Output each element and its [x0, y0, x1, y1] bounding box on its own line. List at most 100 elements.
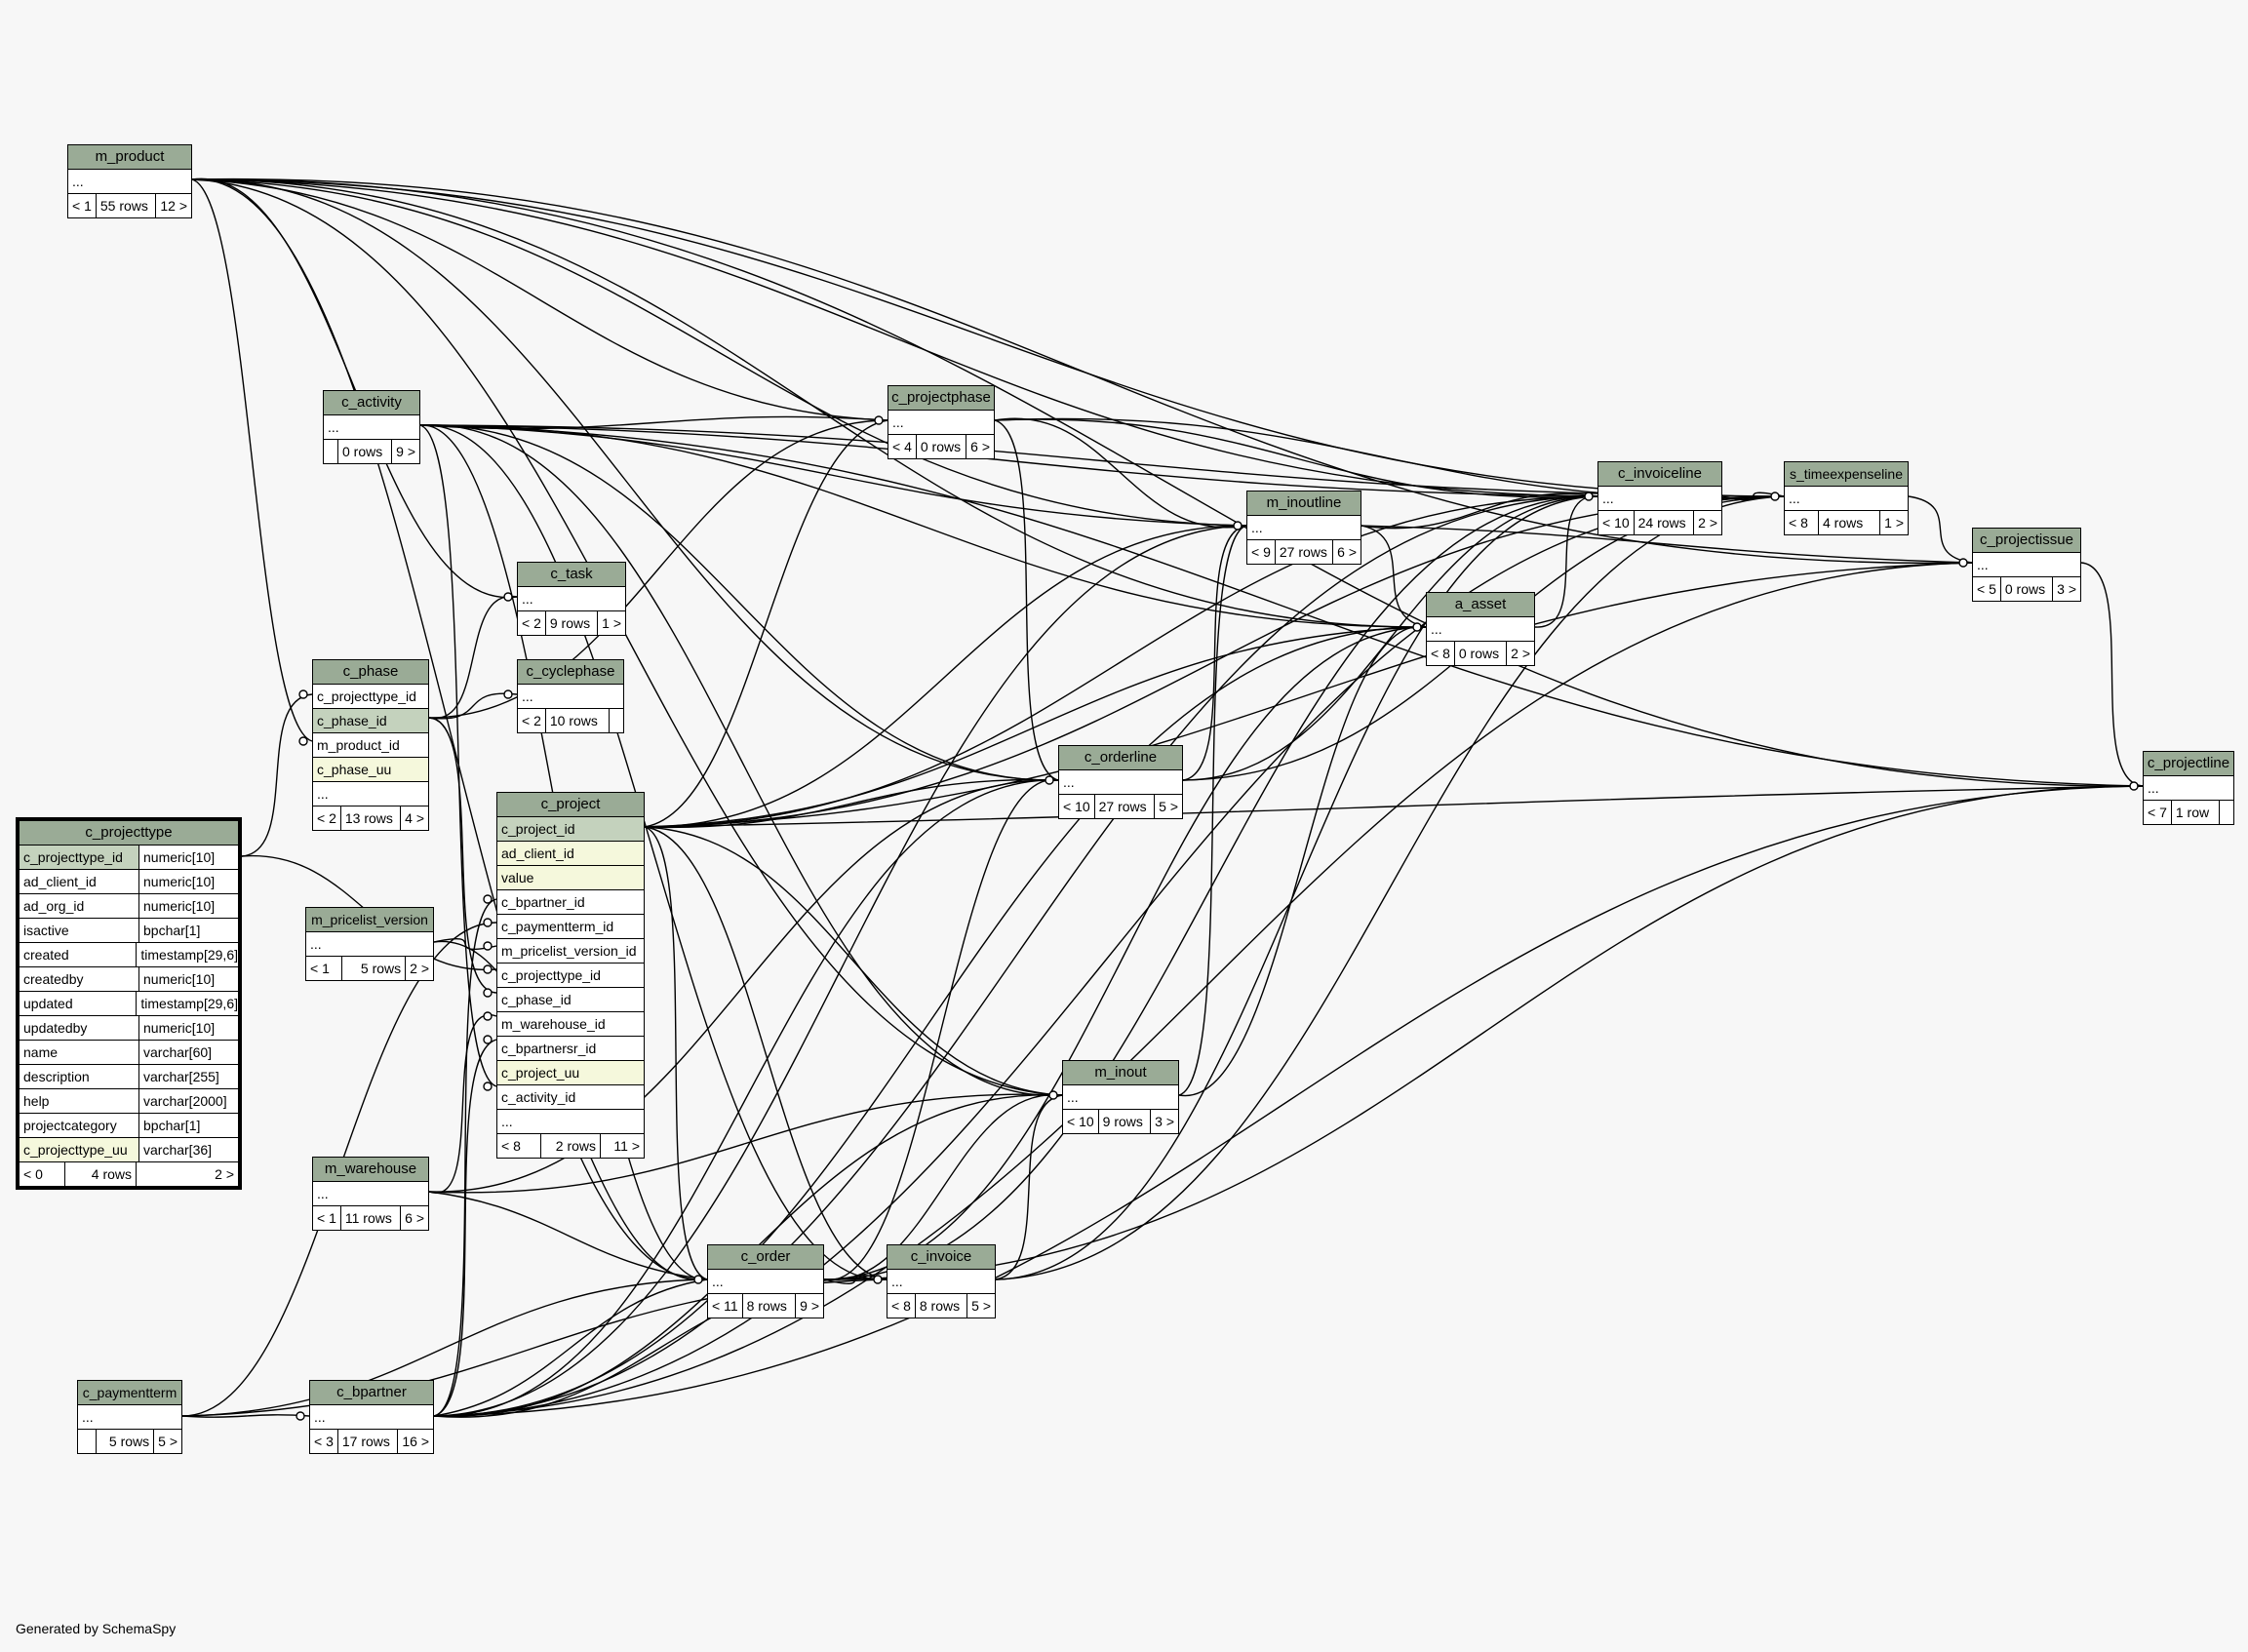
- children-count[interactable]: 9 >: [396, 444, 415, 459]
- children-count[interactable]: 4 >: [405, 810, 424, 826]
- relationship-line: [191, 178, 1785, 497]
- children-count[interactable]: 2 >: [410, 961, 429, 976]
- children-count[interactable]: [610, 709, 623, 732]
- generated-by-footer: Generated by SchemaSpy: [16, 1621, 177, 1636]
- table-c-paymentterm[interactable]: c_paymentterm ... 5 rows 5 >: [77, 1380, 182, 1454]
- column-row: ...: [310, 1405, 433, 1430]
- parents-count[interactable]: < 3: [310, 1430, 338, 1453]
- column-row: c_activity_id: [497, 1085, 644, 1110]
- children-count[interactable]: 1 >: [1884, 515, 1904, 531]
- column-name: help: [20, 1089, 139, 1113]
- relationship-line: [191, 178, 888, 421]
- row-count: 17 rows: [338, 1430, 399, 1453]
- parents-count[interactable]: < 8: [497, 1134, 541, 1158]
- parents-count[interactable]: < 10: [1598, 511, 1635, 534]
- children-count[interactable]: 5 >: [971, 1298, 991, 1314]
- parents-count[interactable]: < 8: [887, 1294, 916, 1318]
- table-c-activity[interactable]: c_activity ... 0 rows 9 >: [323, 390, 420, 464]
- children-count[interactable]: 6 >: [970, 439, 990, 454]
- table-footer: < 9 27 rows 6 >: [1247, 540, 1361, 564]
- children-count[interactable]: 1 >: [602, 615, 621, 631]
- table-footer: < 0 4 rows 2 >: [20, 1162, 238, 1186]
- table-m-product[interactable]: m_product ... < 1 55 rows 12 >: [67, 144, 192, 218]
- parents-count[interactable]: [78, 1430, 97, 1453]
- optional-many-marker: [483, 918, 493, 927]
- parents-count[interactable]: < 1: [68, 194, 97, 217]
- children-count[interactable]: 9 >: [800, 1298, 819, 1314]
- table-m-inoutline[interactable]: m_inoutline ... < 9 27 rows 6 >: [1246, 491, 1361, 565]
- table-c-phase[interactable]: c_phase c_projecttype_id c_phase_id m_pr…: [312, 659, 429, 831]
- table-m-pricelist-version[interactable]: m_pricelist_version ... < 1 5 rows 2 >: [305, 907, 434, 981]
- parents-count[interactable]: < 1: [313, 1206, 341, 1230]
- table-footer: < 10 9 rows 3 >: [1063, 1110, 1178, 1133]
- optional-many-marker: [483, 1035, 493, 1044]
- parents-count[interactable]: < 5: [1973, 577, 2001, 601]
- table-c-projectissue[interactable]: c_projectissue ... < 5 0 rows 3 >: [1972, 528, 2081, 602]
- table-c-invoice[interactable]: c_invoice ... < 8 8 rows 5 >: [887, 1244, 996, 1318]
- table-c-order[interactable]: c_order ... < 11 8 rows 9 >: [707, 1244, 824, 1318]
- relationship-line: [823, 785, 2144, 1280]
- children-count[interactable]: [2220, 801, 2233, 824]
- parents-count[interactable]: < 10: [1063, 1110, 1099, 1133]
- table-c-project[interactable]: c_project c_project_id ad_client_id valu…: [496, 792, 645, 1159]
- children-count[interactable]: 6 >: [1337, 544, 1357, 560]
- table-c-invoiceline[interactable]: c_invoiceline ... < 10 24 rows 2 >: [1597, 461, 1722, 535]
- row-count: 5 rows: [97, 1430, 155, 1453]
- parents-count[interactable]: < 8: [1427, 642, 1455, 665]
- parents-count[interactable]: < 1: [306, 957, 342, 980]
- children-count[interactable]: 16 >: [402, 1434, 429, 1449]
- parents-count[interactable]: < 2: [313, 806, 341, 830]
- parents-count[interactable]: < 10: [1059, 795, 1095, 818]
- children-count[interactable]: 2 >: [1698, 515, 1717, 531]
- table-a-asset[interactable]: a_asset ... < 8 0 rows 2 >: [1426, 592, 1535, 666]
- parents-count[interactable]: < 8: [1785, 511, 1819, 534]
- table-title: c_projecttype: [20, 821, 238, 846]
- table-footer: < 4 0 rows 6 >: [888, 435, 994, 458]
- column-name: c_projecttype_uu: [20, 1138, 139, 1161]
- table-c-task[interactable]: c_task ... < 2 9 rows 1 >: [517, 562, 626, 636]
- children-count[interactable]: 6 >: [405, 1210, 424, 1226]
- table-c-orderline[interactable]: c_orderline ... < 10 27 rows 5 >: [1058, 745, 1183, 819]
- table-footer: < 10 24 rows 2 >: [1598, 511, 1721, 534]
- parents-count[interactable]: [324, 440, 338, 463]
- children-count[interactable]: 12 >: [160, 198, 187, 214]
- children-count[interactable]: 3 >: [2057, 581, 2076, 597]
- table-c-bpartner[interactable]: c_bpartner ... < 3 17 rows 16 >: [309, 1380, 434, 1454]
- optional-many-marker: [483, 1082, 493, 1091]
- table-m-inout[interactable]: m_inout ... < 10 9 rows 3 >: [1062, 1060, 1179, 1134]
- parents-count[interactable]: < 0: [20, 1162, 65, 1186]
- column-row: ...: [1785, 487, 1908, 511]
- relationship-line: [428, 419, 888, 719]
- children-count[interactable]: 5 >: [158, 1434, 177, 1449]
- children-count[interactable]: 11 >: [613, 1138, 640, 1154]
- relationship-line: [428, 717, 497, 994]
- row-count: 13 rows: [341, 806, 402, 830]
- table-title: a_asset: [1427, 593, 1534, 617]
- parents-count[interactable]: < 2: [518, 709, 546, 732]
- column-row: ...: [497, 1110, 644, 1134]
- table-c-projectphase[interactable]: c_projectphase ... < 4 0 rows 6 >: [887, 385, 995, 459]
- table-c-cyclephase[interactable]: c_cyclephase ... < 2 10 rows: [517, 659, 624, 733]
- parents-count[interactable]: < 11: [708, 1294, 743, 1318]
- relationship-line: [644, 826, 887, 1280]
- row-count: 0 rows: [338, 440, 393, 463]
- column-row: ...: [887, 1270, 995, 1294]
- table-m-warehouse[interactable]: m_warehouse ... < 1 11 rows 6 >: [312, 1157, 429, 1231]
- table-s-timeexpenseline[interactable]: s_timeexpenseline ... < 8 4 rows 1 >: [1784, 461, 1909, 535]
- parents-count[interactable]: < 7: [2144, 801, 2172, 824]
- parents-count[interactable]: < 2: [518, 611, 546, 635]
- parents-count[interactable]: < 9: [1247, 540, 1276, 564]
- table-c-projectline[interactable]: c_projectline ... < 7 1 row: [2143, 751, 2234, 825]
- children-count[interactable]: 2 >: [1511, 646, 1530, 661]
- parents-count[interactable]: < 4: [888, 435, 917, 458]
- relationship-line: [644, 525, 1247, 828]
- children-count[interactable]: 2 >: [215, 1166, 234, 1182]
- relationship-line: [181, 1278, 708, 1417]
- table-title: c_bpartner: [310, 1381, 433, 1405]
- children-count[interactable]: 3 >: [1155, 1114, 1174, 1129]
- children-count[interactable]: 5 >: [1159, 799, 1178, 814]
